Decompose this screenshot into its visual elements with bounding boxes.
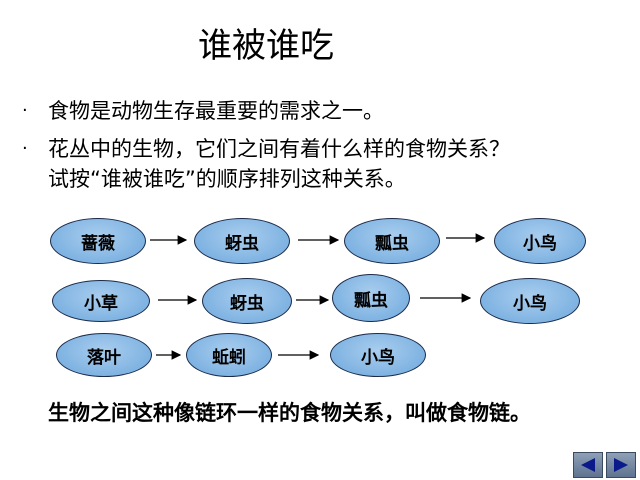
bullet-continuation: 试按“谁被谁吃”的顺序排列这种关系。 xyxy=(48,167,406,191)
node-rose: 蔷薇 xyxy=(50,218,146,264)
bullet-symbol: · xyxy=(22,100,28,121)
node-aphid: 蚜虫 xyxy=(194,218,290,264)
node-earthworm: 蚯蚓 xyxy=(186,333,272,377)
node-aphid: 蚜虫 xyxy=(202,278,292,324)
prev-slide-button[interactable] xyxy=(573,452,603,478)
triangle-left-icon xyxy=(581,458,595,472)
bullet-text: 花丛中的生物，它们之间有着什么样的食物关系？ xyxy=(48,137,510,161)
node-bird: 小鸟 xyxy=(480,278,580,324)
triangle-right-icon xyxy=(614,458,628,472)
node-ladybug: 瓢虫 xyxy=(332,274,410,322)
page-title: 谁被谁吃 xyxy=(198,26,334,66)
bullet-text: 食物是动物生存最重要的需求之一。 xyxy=(48,99,384,123)
summary-text: 生物之间这种像链环一样的食物关系，叫做食物链。 xyxy=(48,401,531,425)
node-ladybug: 瓢虫 xyxy=(344,218,440,264)
node-grass: 小草 xyxy=(52,280,150,322)
node-bird: 小鸟 xyxy=(494,218,586,264)
node-bird: 小鸟 xyxy=(330,333,426,377)
bullet-symbol: · xyxy=(22,138,28,159)
next-slide-button[interactable] xyxy=(606,452,636,478)
node-fallen-leaves: 落叶 xyxy=(56,333,152,377)
